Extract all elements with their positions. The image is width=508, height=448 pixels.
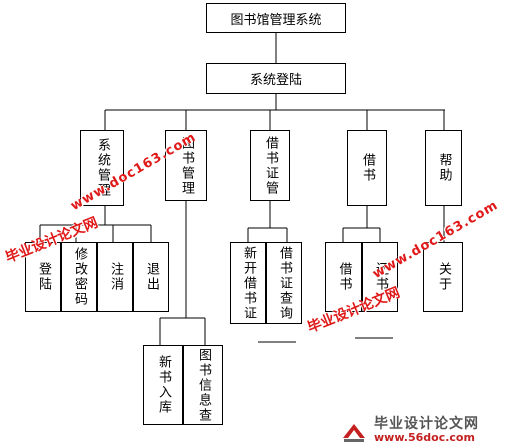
node-new-card: 新开借书证 [230,242,266,324]
login-node: 系统登陆 [206,63,346,94]
footer-site-name: 毕业设计论文网 [374,416,479,432]
node-card-query: 借书证查询 [266,242,302,324]
root-node: 图书馆管理系统 [206,3,346,33]
module-books: 图书管理 [165,130,207,201]
module-borrow: 借书 [347,130,387,206]
logo-icon [343,424,365,442]
module-card: 借书证管 [250,130,290,201]
footer-logo: 毕业设计论文网 www.56doc.com [340,414,508,448]
node-borrow-book: 借书 [325,242,362,312]
node-change-password: 修改密码 [61,242,97,312]
node-exit: 退出 [133,242,169,312]
node-return-book: 还书 [362,242,398,312]
node-book-info: 图书信息查 [183,345,223,425]
node-new-books: 新书入库 [143,345,183,425]
module-help: 帮助 [425,130,462,206]
footer-site-url: www.56doc.com [374,431,475,444]
node-logout: 注消 [97,242,133,312]
node-about: 关于 [423,242,463,312]
module-system: 系统管理 [80,130,124,206]
node-login: 登陆 [25,242,61,312]
